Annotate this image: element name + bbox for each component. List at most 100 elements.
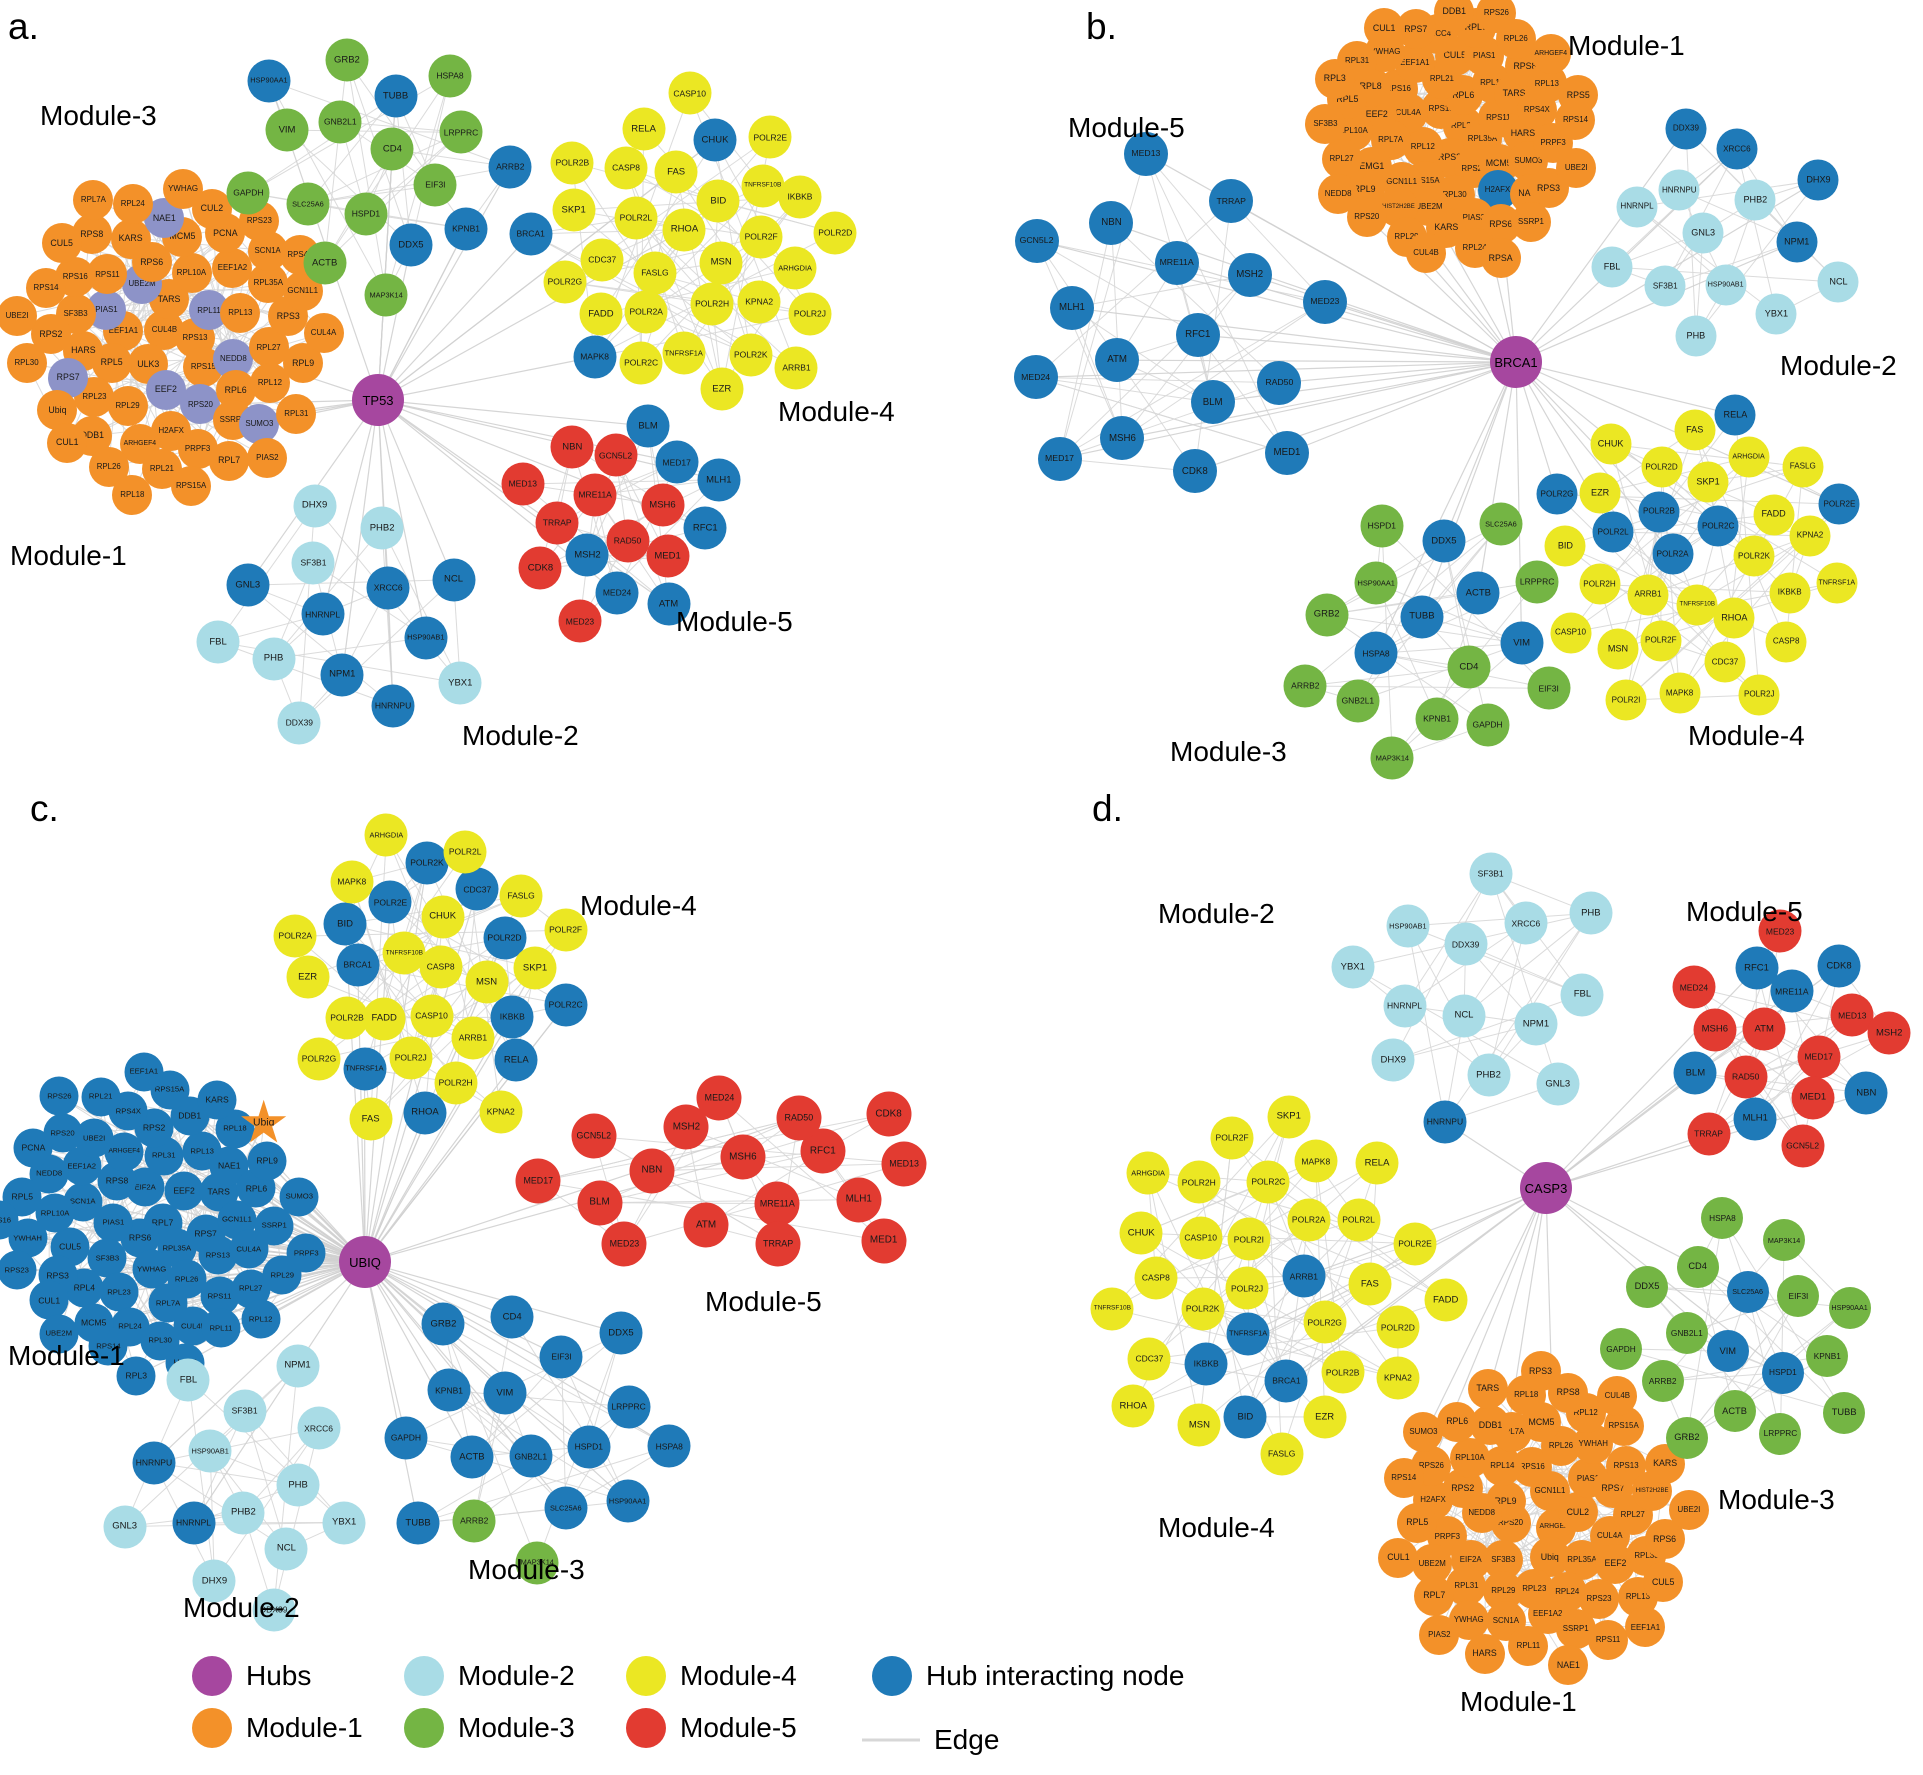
network-node: CDK8 (1172, 449, 1217, 494)
network-node: RPL27 (1321, 138, 1362, 179)
network-node: POLR2D (1376, 1305, 1420, 1349)
network-node: RHOA (403, 1091, 447, 1135)
network-node: POLR2H (1579, 563, 1620, 605)
network-node: IKBKB (1184, 1342, 1228, 1386)
network-node: LRPPRC (607, 1385, 651, 1429)
network-node: HSPA8 (647, 1424, 691, 1468)
network-node: RPL30 (6, 342, 47, 383)
network-node: MED23 (601, 1221, 647, 1267)
network-node: CD4 (1676, 1245, 1719, 1288)
network-node: CHUK (693, 118, 737, 162)
network-node: POLR2D (813, 211, 857, 255)
network-node: GNL3 (1682, 212, 1724, 254)
network-node: ARRB1 (1627, 574, 1669, 616)
network-node: HSP90AA1 (606, 1479, 650, 1523)
network-node: CASP10 (410, 994, 454, 1038)
legend-label-module-3: Module-3 (458, 1712, 575, 1743)
network-node: FADD (1753, 494, 1795, 536)
network-node: DDX5 (389, 223, 433, 267)
network-node: EZR (1303, 1395, 1347, 1439)
network-node: EIF3I (1777, 1275, 1820, 1318)
network-node: MSN (699, 241, 743, 285)
network-node: LRPPRC (439, 110, 483, 154)
network-node: ARRB1 (774, 346, 818, 390)
network-node: DHX9 (192, 1559, 236, 1603)
network-node: XRCC6 (1716, 128, 1758, 170)
network-node: HSP90AB1 (1705, 264, 1747, 306)
network-node: RPL11 (201, 1308, 241, 1348)
network-node: GNB2L1 (1336, 679, 1380, 723)
module-label-b-module-1: Module-1 (1568, 30, 1685, 61)
network-node: HSP90AA1 (1828, 1286, 1871, 1329)
network-node: POLR2F (1210, 1116, 1254, 1160)
network-node: TNFRSF10B (1676, 584, 1718, 626)
network-node: NPM1 (1514, 1002, 1558, 1046)
network-node: RPL11 (1508, 1625, 1549, 1666)
network-node: RELA (494, 1038, 538, 1082)
network-node: CHUK (1119, 1211, 1163, 1255)
network-node: RPL3 (1314, 58, 1355, 99)
network-node: MLH1 (1049, 285, 1094, 330)
network-node: RPS26 (1476, 0, 1517, 33)
network-node: MSH6 (1693, 1008, 1737, 1052)
network-node: TRRAP (755, 1221, 801, 1267)
network-node: RHOA (1713, 597, 1755, 639)
network-node: CDK8 (1817, 944, 1861, 988)
network-node: YWHAG (163, 169, 204, 210)
network-node: TUBB (1400, 595, 1444, 639)
network-node: KPNA2 (479, 1090, 523, 1134)
module-label-b-module-2: Module-2 (1780, 350, 1897, 381)
network-node: HSPD1 (1360, 504, 1404, 548)
network-node: RPL6 (1437, 1401, 1478, 1442)
network-node: MLH1 (836, 1177, 882, 1223)
network-node: EZR (1579, 472, 1621, 514)
network-node: ATM (1742, 1007, 1786, 1051)
network-node: TNFRSF1A (1226, 1312, 1270, 1356)
network-node: YBX1 (322, 1501, 366, 1545)
network-node: PHB (276, 1463, 320, 1507)
network-node: SLC25A6 (286, 182, 330, 226)
network-node: MED17 (655, 440, 699, 484)
network-node: MED13 (1123, 131, 1168, 176)
network-node: FADD (362, 997, 406, 1041)
network-node: FAS (1348, 1262, 1392, 1306)
network-node: RFC1 (1175, 313, 1220, 358)
network-node: MSH6 (1100, 416, 1145, 461)
network-node: TNFRSF1A (343, 1047, 386, 1091)
network-node: ARHGDIA (1728, 436, 1770, 478)
network-node: RPL9 (247, 1141, 287, 1181)
network-node: YBX1 (438, 661, 482, 705)
network-node: NEDD8 (1318, 174, 1359, 215)
network-node: HSPD1 (1761, 1351, 1804, 1394)
network-node: POLR2G (297, 1037, 341, 1081)
network-node: CDK8 (518, 546, 562, 590)
network-node: FADD (579, 292, 623, 336)
network-node: TNFRSF1A (1816, 562, 1858, 604)
network-node: SF3B1 (291, 541, 335, 585)
network-node: GCN5L2 (594, 433, 638, 477)
legend-label-module-5: Module-5 (680, 1712, 797, 1743)
network-node: CDC37 (455, 867, 499, 911)
network-node: RFC1 (683, 506, 727, 550)
network-node: HNRNPL (1616, 186, 1658, 228)
network-node: ARHGDIA (364, 813, 408, 857)
network-node: NBN (1844, 1071, 1888, 1115)
network-node: RPL18 (112, 475, 153, 516)
network-node: NCL (432, 558, 476, 602)
network-node: POLR2C (544, 983, 588, 1027)
network-node: DDX39 (1444, 922, 1488, 966)
network-node: EIF3I (413, 163, 457, 207)
network-node: RPS15A (171, 465, 212, 506)
hub-node-ubiq: UBIQ (339, 1236, 391, 1288)
network-node: PIAS2 (1419, 1614, 1460, 1655)
network-node: POLR2A (1287, 1198, 1331, 1242)
network-node: POLR2F (1640, 620, 1682, 662)
network-node: ARHGDIA (773, 246, 817, 290)
network-node: MRE11A (754, 1181, 800, 1227)
network-node: RPL24 (112, 184, 153, 225)
network-node: HNRNPL (301, 592, 345, 636)
network-node: MAP3K14 (364, 273, 408, 317)
network-node: SSRP1 (254, 1206, 294, 1246)
legend-swatch-module-2 (404, 1656, 444, 1696)
network-node: KPNB1 (1415, 697, 1459, 741)
